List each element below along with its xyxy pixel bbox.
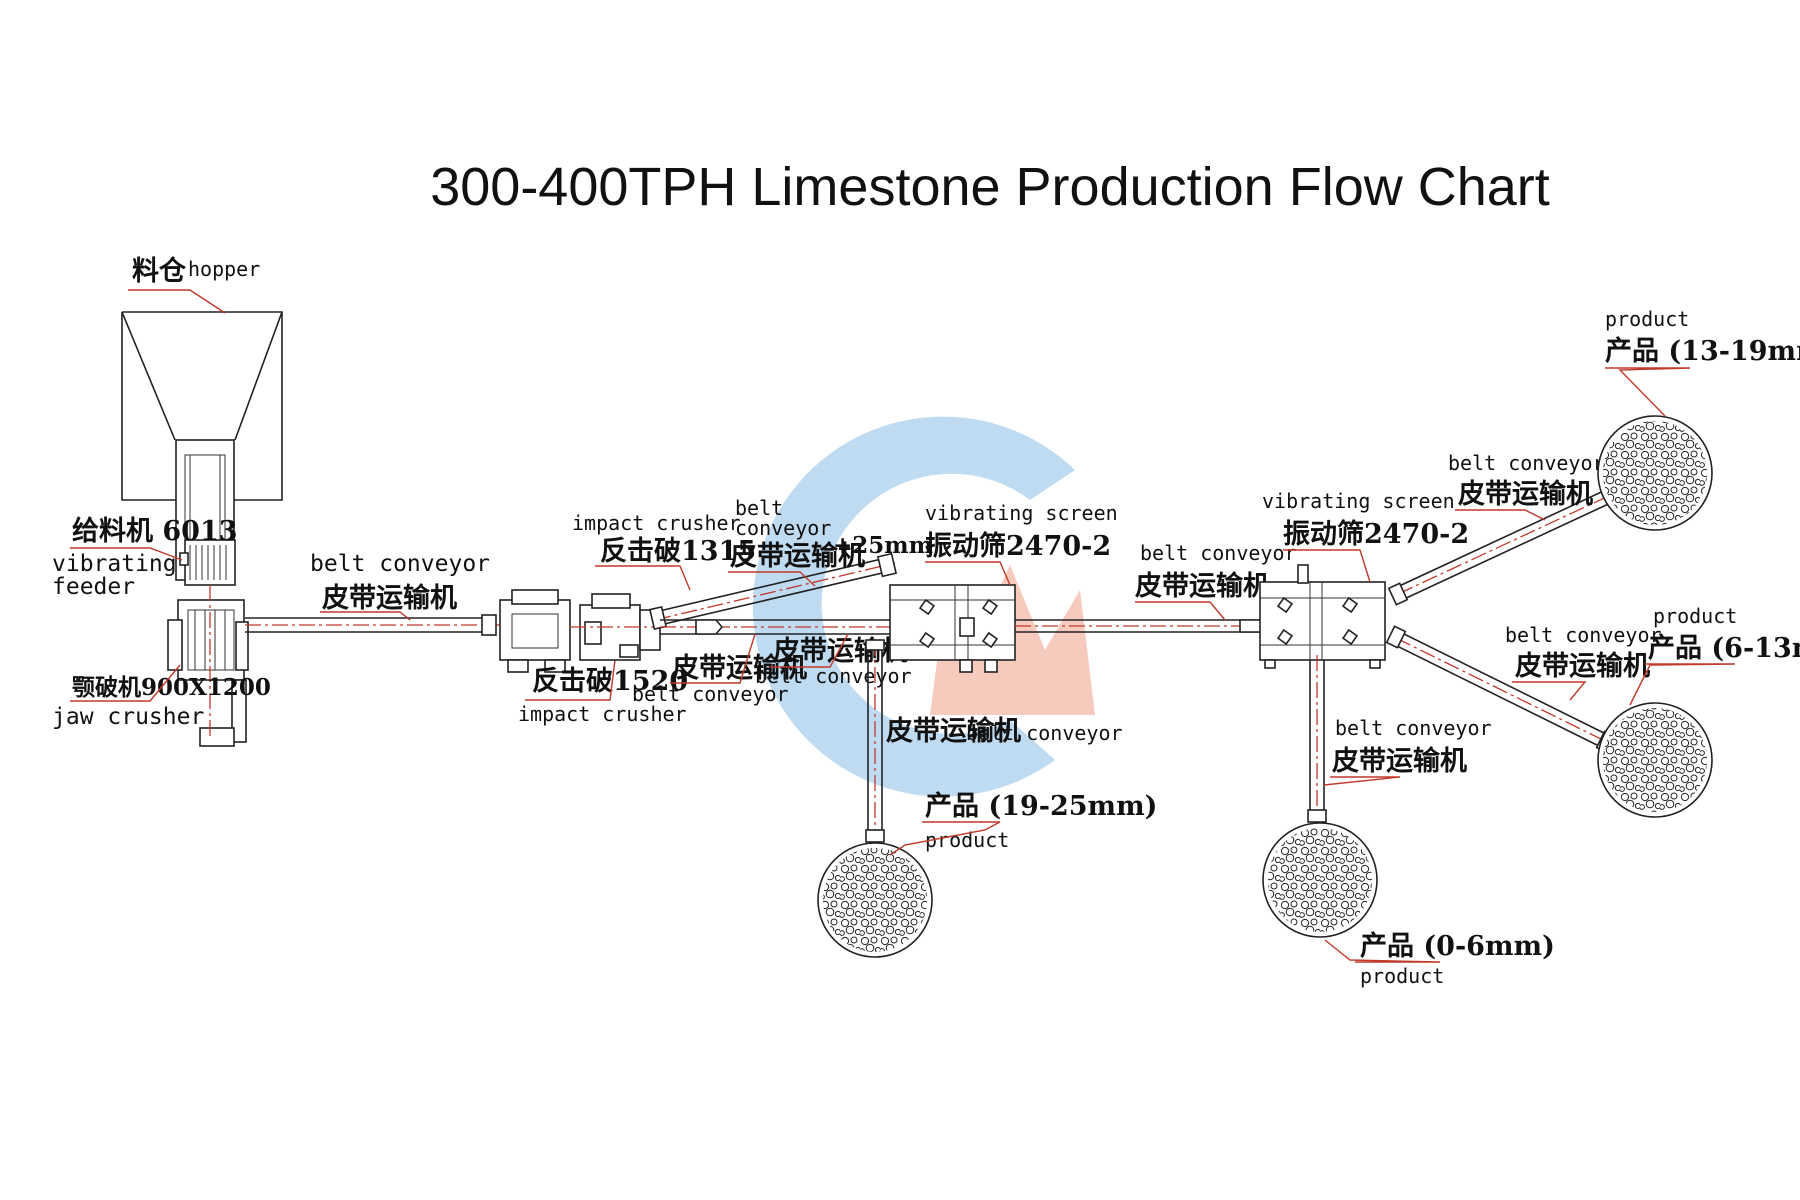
belt-6-leader <box>1323 776 1401 786</box>
hopper-label-cn: 料仓 <box>132 256 187 287</box>
belt-4-label-cn: 皮带运输机 <box>886 715 1021 747</box>
hopper-label-en: hopper <box>188 257 260 281</box>
product-3-label-en: product <box>1605 307 1689 331</box>
jaw-crusher-label-en: jaw crusher <box>52 704 204 730</box>
belt-conveyor-return <box>648 552 898 631</box>
impact-crusher-1520 <box>499 589 571 673</box>
feeder-label-en-line1: vibrating <box>52 551 177 577</box>
hopper-leader <box>128 289 226 314</box>
belt-conveyor-2 <box>660 619 990 635</box>
belt-return-label-en-line1: belt <box>735 496 783 520</box>
page-title: 300-400TPH Limestone Production Flow Cha… <box>430 157 1550 217</box>
impact-crusher-1315-leader <box>595 565 691 591</box>
belt-conveyor-5 <box>1015 619 1267 633</box>
impact-crusher-1520-label-cn: 反击破1520 <box>532 666 688 697</box>
jaw-crusher-label-cn: 颚破机900X1200 <box>72 674 271 701</box>
belt-conveyor-1 <box>245 614 500 636</box>
impact-crusher-1315 <box>570 593 661 661</box>
feeder-leader <box>70 547 183 561</box>
belt-5-leader <box>1135 601 1226 621</box>
product-pile-0-6 <box>1262 822 1378 938</box>
product-1-label-cn: 产品 (19-25mm) <box>925 791 1157 822</box>
belt-return-label-cn: 皮带运输机 <box>730 540 865 572</box>
belt-conveyor-4 <box>865 639 885 845</box>
belt-8-label-en: belt conveyor <box>1505 623 1662 647</box>
belt-2-label-en: belt conveyor <box>632 682 789 706</box>
feeder-label-en-line2: feeder <box>52 574 135 600</box>
belt-7-label-cn: 皮带运输机 <box>1458 478 1593 510</box>
screen-1-label-cn: 振动筛2470-2 <box>925 530 1111 562</box>
product-2-leader <box>1324 939 1441 963</box>
vibrating-screen-1 <box>889 584 1016 673</box>
screen-1-leader <box>925 561 1011 586</box>
product-3-leader <box>1605 367 1691 417</box>
screen-2-label-en: vibrating screen <box>1262 489 1455 513</box>
product-2-label-en: product <box>1360 964 1444 988</box>
screen-2-leader <box>1283 549 1371 583</box>
belt-8-leader <box>1512 681 1587 701</box>
belt-3-label-en: belt conveyor <box>755 664 912 688</box>
product-4-label-cn: 产品 (6-13mm) <box>1648 633 1800 664</box>
belt-6-label-en: belt conveyor <box>1335 716 1492 740</box>
product-1-label-en: product <box>925 828 1009 852</box>
belt-conveyor-6 <box>1307 655 1327 825</box>
product-pile-19-25 <box>817 842 933 958</box>
belt-1-leader <box>320 611 411 621</box>
product-4-label-en: product <box>1653 604 1737 628</box>
belt-5-label-cn: 皮带运输机 <box>1135 570 1270 602</box>
jaw-crusher <box>167 585 249 747</box>
belt-6-label-cn: 皮带运输机 <box>1332 745 1467 777</box>
belt-7-leader <box>1455 509 1546 521</box>
vibrating-screen-2 <box>1259 564 1386 669</box>
impact-crusher-1315-label-en: impact crusher <box>572 511 741 535</box>
product-pile-13-19 <box>1597 415 1713 531</box>
belt-3-label-cn: 皮带运输机 <box>773 635 908 667</box>
belt-5-label-en: belt conveyor <box>1140 541 1297 565</box>
belt-1-label-cn: 皮带运输机 <box>322 582 457 614</box>
impact-crusher-1520-label-en: impact crusher <box>518 702 687 726</box>
impact-crusher-1520-leader <box>525 659 616 701</box>
belt-return-label-en-line2: conveyor <box>735 516 831 540</box>
belt-2-leader <box>670 633 756 684</box>
belt-8-label-cn: 皮带运输机 <box>1515 650 1650 682</box>
oversize-label: +25mm <box>833 532 933 559</box>
belt-7-label-en: belt conveyor <box>1448 451 1605 475</box>
product-4-leader <box>1629 663 1736 706</box>
belt-1-label-en: belt conveyor <box>310 551 490 577</box>
belt-2-label-cn: 皮带运输机 <box>672 652 807 684</box>
product-pile-6-13 <box>1597 702 1713 818</box>
product-1-leader <box>889 821 1001 856</box>
feeder-label-cn: 给料机 6013 <box>72 516 238 547</box>
screen-2-label-cn: 振动筛2470-2 <box>1283 518 1469 550</box>
belt-4-label-en: belt conveyor <box>966 721 1123 745</box>
impact-crusher-1315-label-cn: 反击破1315 <box>600 536 756 567</box>
product-2-label-cn: 产品 (0-6mm) <box>1360 931 1555 962</box>
screen-1-label-en: vibrating screen <box>925 501 1118 525</box>
product-3-label-cn: 产品 (13-19mm) <box>1605 336 1800 367</box>
belt-return-leader <box>728 571 816 587</box>
jaw-crusher-leader <box>70 664 181 702</box>
belt-3-leader <box>770 633 849 668</box>
